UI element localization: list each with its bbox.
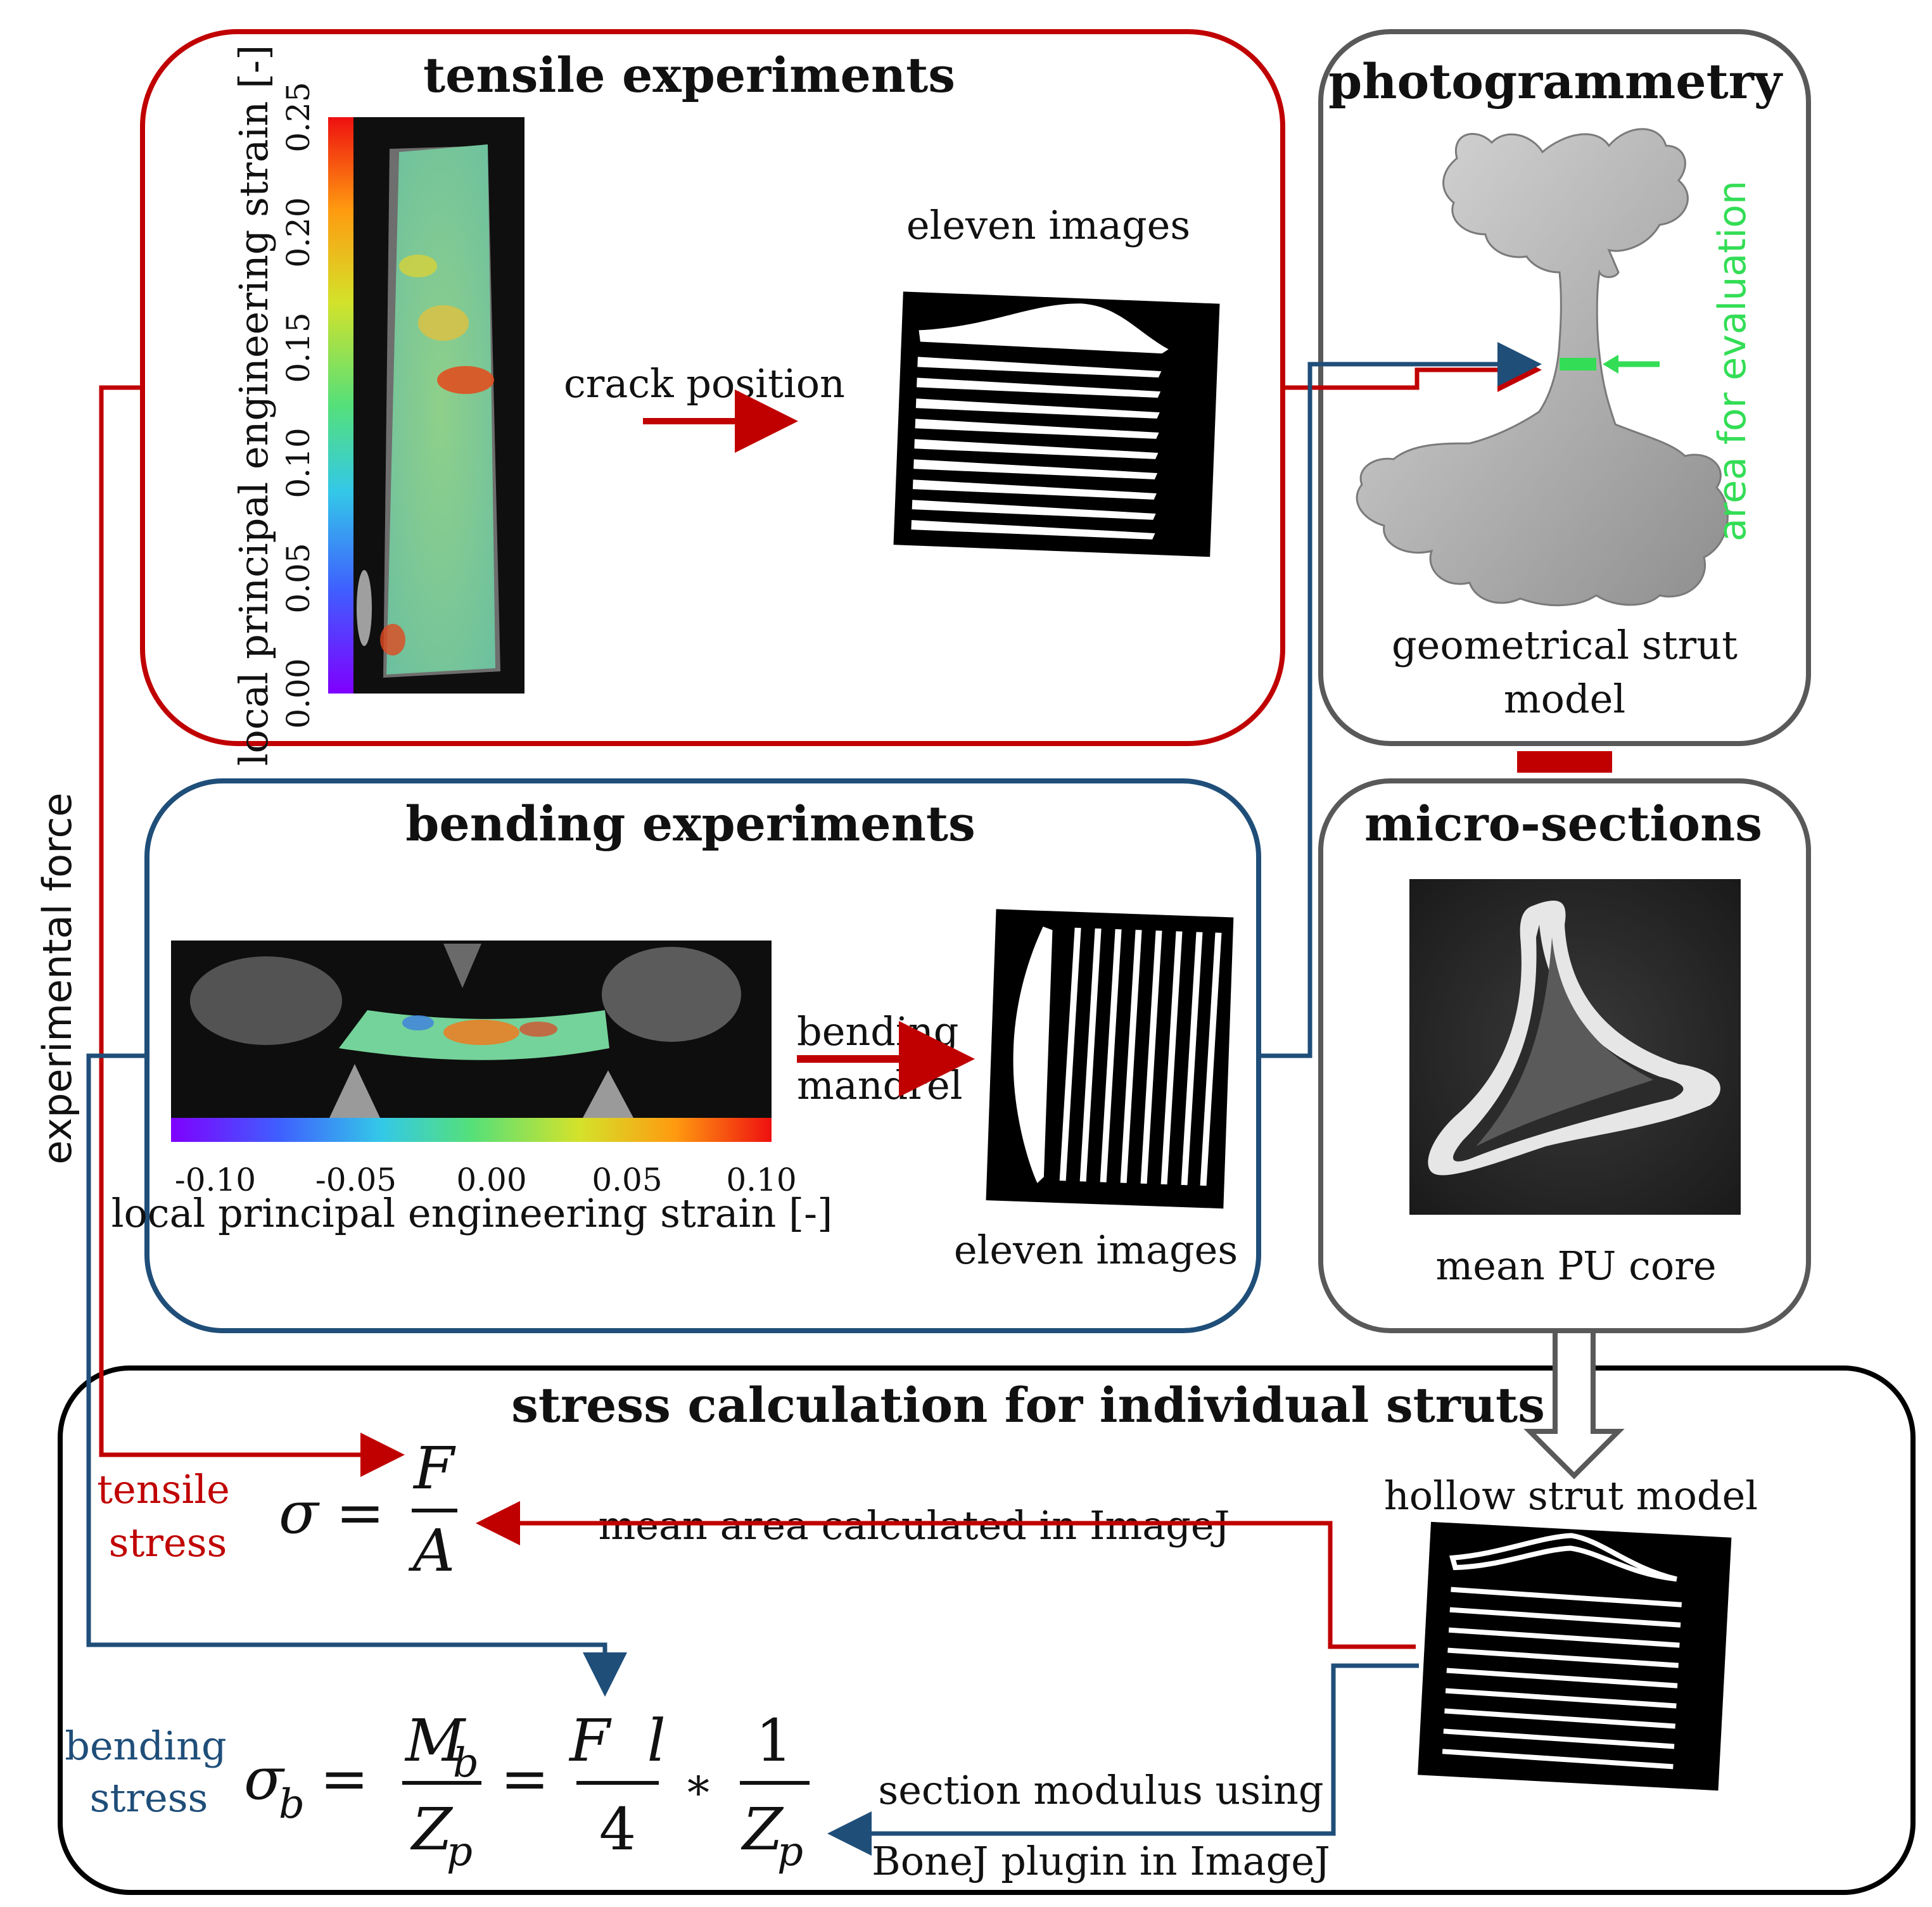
tensile-tick-2: 0.10 bbox=[280, 428, 317, 498]
eq1-sigma: σ bbox=[279, 1479, 320, 1547]
bending-tick-1: -0.05 bbox=[315, 1162, 397, 1198]
eq1-denominator: A bbox=[408, 1517, 455, 1585]
tensile-force-connector bbox=[99, 385, 405, 1477]
eq2-frac2-num: F l bbox=[568, 1707, 666, 1775]
micro-sections-title: micro-sections bbox=[1364, 795, 1762, 852]
micro-section-image bbox=[1409, 879, 1741, 1215]
section-modulus-note-line2: BoneJ plugin in ImageJ bbox=[872, 1838, 1330, 1884]
tensile-stack-label: eleven images bbox=[906, 202, 1190, 248]
stress-calculation-box bbox=[58, 1365, 1916, 1895]
tensile-tick-5: 0.25 bbox=[280, 82, 317, 152]
eq2-frac3-num: 1 bbox=[756, 1707, 793, 1775]
tensile-tick-4: 0.20 bbox=[280, 197, 317, 267]
eq2-sigma: σ bbox=[244, 1745, 285, 1813]
bending-stress-label-line1: bending bbox=[65, 1723, 226, 1769]
bending-colorbar-ticks: -0.10 -0.05 0.00 0.05 0.10 bbox=[175, 1162, 797, 1198]
tensile-stress-label-line2: stress bbox=[109, 1519, 227, 1566]
bending-to-photogrammetry-connector bbox=[1259, 342, 1542, 1058]
tensile-colorbar-label: local principal engineering strain [-] bbox=[231, 45, 277, 766]
bending-mandrel-label-line2: mandrel bbox=[797, 1062, 963, 1108]
tensile-tick-1: 0.05 bbox=[280, 543, 317, 613]
geometrical-strut-model-image bbox=[1356, 128, 1729, 607]
area-for-evaluation-label: area for evaluation bbox=[1710, 181, 1755, 542]
tensile-to-photogrammetry-connector bbox=[1283, 348, 1542, 392]
stress-calculation-title: stress calculation for individual struts bbox=[511, 1377, 1545, 1433]
strut-model-caption-line2: model bbox=[1504, 676, 1625, 722]
photogrammetry-title: photogrammetry bbox=[1328, 53, 1783, 110]
bending-stress-label-line2: stress bbox=[90, 1775, 208, 1821]
eq2-frac2-den: 4 bbox=[599, 1796, 637, 1863]
eq2-frac1-den: Z bbox=[410, 1796, 454, 1863]
eq2-frac1-den-sub: p bbox=[447, 1828, 473, 1875]
eq2-equals-1: = bbox=[320, 1745, 369, 1813]
hollow-strut-model-label: hollow strut model bbox=[1384, 1473, 1758, 1519]
eq2-times: * bbox=[687, 1767, 709, 1819]
bending-image-stack bbox=[986, 909, 1234, 1209]
eq2-frac3-den-sub: p bbox=[777, 1828, 803, 1875]
bending-stress-equation: σ b = M b Z p = F l 4 * 1 Z p bbox=[244, 1707, 810, 1875]
mean-pu-core-label: mean PU core bbox=[1435, 1243, 1716, 1289]
tensile-stress-label-line1: tensile bbox=[97, 1466, 230, 1512]
bending-mandrel-label-line1: bending bbox=[797, 1008, 958, 1055]
bending-tick-3: 0.05 bbox=[592, 1162, 662, 1198]
tensile-stress-equation: σ = F A bbox=[279, 1435, 457, 1585]
eq2-equals-2: = bbox=[500, 1745, 549, 1813]
tensile-colorbar-bar bbox=[328, 117, 353, 694]
eq1-equals: = bbox=[336, 1479, 384, 1547]
tensile-dic-image bbox=[353, 117, 524, 694]
eq2-frac1-num: M bbox=[404, 1707, 467, 1775]
bending-colorbar-label: local principal engineering strain [-] bbox=[111, 1190, 833, 1236]
hollow-strut-to-area-connector bbox=[476, 1501, 1416, 1649]
tensile-tick-0: 0.00 bbox=[280, 658, 317, 728]
section-modulus-note-line1: section modulus using bbox=[878, 1767, 1323, 1813]
eq1-numerator: F bbox=[412, 1435, 456, 1502]
bending-stack-label: eleven images bbox=[954, 1227, 1238, 1273]
tensile-colorbar-ticks: 0.00 0.05 0.10 0.15 0.20 0.25 bbox=[280, 82, 317, 728]
eq2-frac3-den: Z bbox=[740, 1796, 784, 1863]
bending-force-connector bbox=[86, 1053, 627, 1697]
experimental-force-label: experimental force bbox=[34, 792, 80, 1164]
bending-dic-image bbox=[171, 941, 772, 1118]
hollow-strut-to-modulus-connector bbox=[827, 1663, 1419, 1856]
tensile-colorbar bbox=[328, 117, 353, 694]
tensile-title: tensile experiments bbox=[423, 47, 955, 103]
bending-title: bending experiments bbox=[405, 795, 976, 852]
bending-tick-0: -0.10 bbox=[175, 1162, 256, 1198]
eq2-frac1-num-sub: b bbox=[453, 1740, 479, 1787]
bending-colorbar-bar bbox=[171, 1118, 772, 1142]
tensile-tick-3: 0.15 bbox=[280, 312, 317, 383]
strut-model-caption-line1: geometrical strut bbox=[1392, 622, 1738, 668]
eq2-sigma-sub: b bbox=[279, 1781, 305, 1828]
bending-tick-2: 0.00 bbox=[456, 1162, 526, 1198]
tensile-image-stack bbox=[893, 291, 1220, 557]
hollow-strut-image-stack bbox=[1418, 1521, 1732, 1791]
crack-position-label: crack position bbox=[564, 360, 845, 407]
bending-tick-4: 0.10 bbox=[726, 1162, 796, 1198]
hollow-down-arrow bbox=[1523, 1328, 1625, 1479]
boxes-connector bbox=[1517, 751, 1612, 773]
